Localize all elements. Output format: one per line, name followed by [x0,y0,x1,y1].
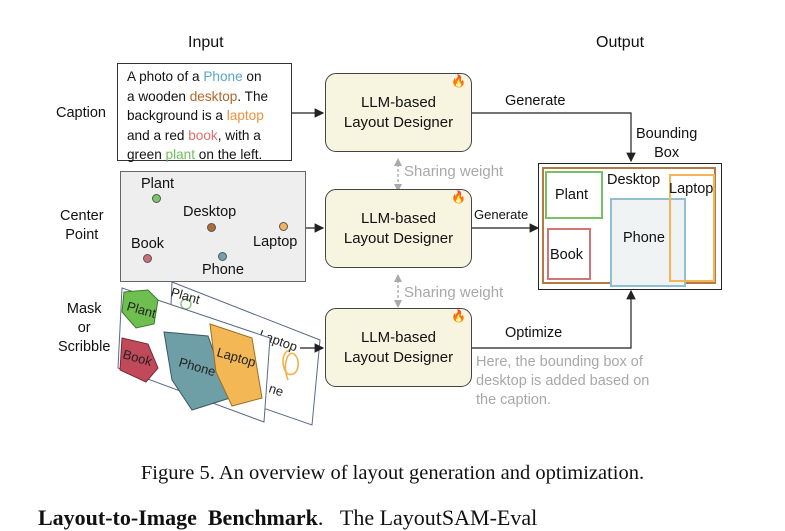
output-layout-canvas: Plant Desktop Laptop Phone Book [538,163,722,290]
edge-label-generate-1: Generate [505,93,566,109]
caption-text: A photo of a Phone on a wooden desktop. T… [127,67,291,165]
caption-segment: , with a [217,127,261,143]
output-label-book: Book [550,247,584,263]
output-label-plant: Plant [555,187,589,203]
caption-segment: on [242,69,262,84]
caption-segment: on the left. [195,147,263,163]
fire-icon: 🔥 [451,309,466,323]
input-header: Input [188,34,224,51]
connector-arrows [292,108,636,353]
arrow-generate-1 [472,112,636,163]
caption-segment: background is a [127,108,227,124]
row-label-mask-scribble: Mask or Scribble [58,301,111,355]
llm-layout-designer-3: 🔥 LLM-based Layout Designer [325,308,472,387]
output-box-plant [545,171,603,219]
row-label-center-point: Center Point [60,208,104,243]
fire-icon: 🔥 [451,190,466,204]
point-label-phone: Phone [202,262,244,278]
caption-segment: green [127,147,166,163]
fire-icon: 🔥 [451,74,466,88]
caption-keyword: desktop [189,88,238,104]
mask-book [119,337,159,383]
arrow-optimize [472,289,636,349]
point-laptop [279,222,288,231]
edge-label-generate-2: Generate [474,207,529,222]
caption-segment: and a red [127,127,189,143]
output-header: Output [596,34,645,51]
point-label-book: Book [131,236,165,252]
output-box-book [547,228,591,280]
caption-segment: a wooden [127,88,190,104]
mask-laptop [209,323,263,407]
edge-label-optimize: Optimize [505,325,563,341]
scribble-label-ne: ne [267,381,285,400]
point-phone [218,252,227,261]
llm-layout-designer-2: 🔥 LLM-based Layout Designer [325,189,472,268]
point-plant [152,194,161,203]
output-box-phone [610,198,686,287]
llm-layout-designer-1: 🔥 LLM-based Layout Designer [325,73,472,152]
scribble-laptop-mark [282,349,300,381]
point-desktop [207,223,216,232]
caption-keyword: plant [165,147,196,163]
optimization-note: Here, the bounding box of desktop is add… [476,354,650,408]
scribble-plant-mark [180,298,192,310]
row-label-caption: Caption [56,105,106,121]
output-label-phone: Phone [623,230,665,246]
bounding-box-label: Bounding Box [636,126,698,161]
caption-keyword: book [188,127,218,143]
point-label-laptop: Laptop [253,234,298,250]
figure-caption: Figure 5. An overview of layout generati… [140,462,645,484]
next-paragraph-line: Layout-to-Image Benchmark. The LayoutSAM… [38,505,538,530]
point-label-desktop: Desktop [183,204,237,220]
output-label-desktop: Desktop [607,172,661,188]
mask-plant [121,289,159,329]
caption-segment: . The [237,88,269,104]
caption-input-box: A photo of a Phone on a wooden desktop. T… [117,63,292,162]
point-label-plant: Plant [141,176,175,192]
sharing-weight-label-1: Sharing weight [404,163,504,180]
output-box-laptop [669,174,715,282]
center-point-box: Plant Desktop Laptop Book Phone [120,171,306,282]
caption-keyword: Phone [203,69,243,84]
output-label-laptop: Laptop [669,181,714,197]
mask-scribble-illustration: Plant Laptop ne Plant Book Phone Laptop [117,281,321,426]
sharing-weight-label-2: Sharing weight [404,284,504,301]
point-book [143,254,152,263]
caption-keyword: laptop [226,108,264,124]
caption-segment: A photo of a [127,69,204,84]
